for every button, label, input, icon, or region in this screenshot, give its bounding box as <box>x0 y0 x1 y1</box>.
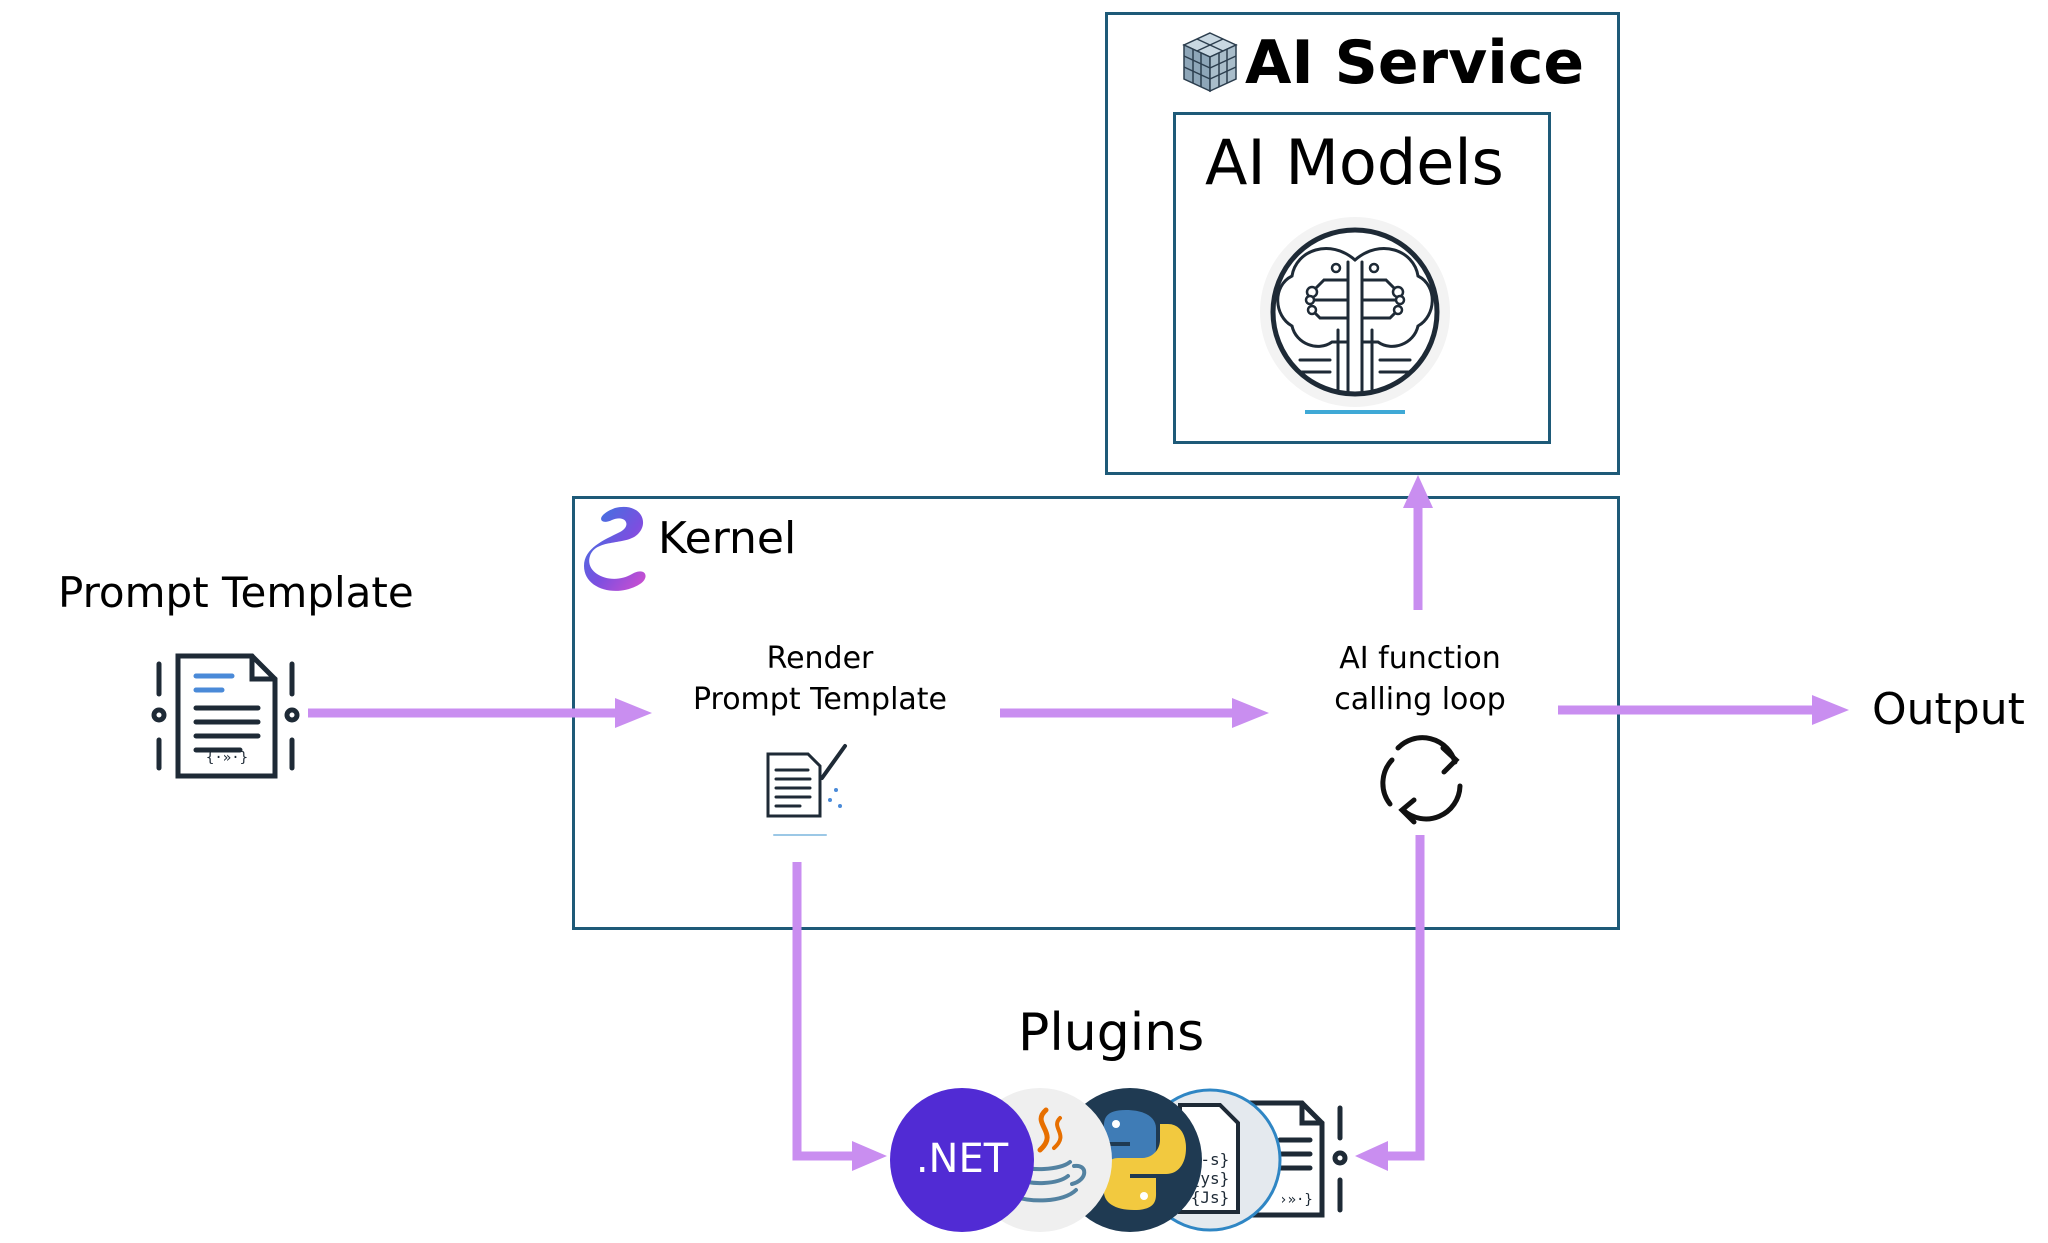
loop-step-label: AI function calling loop <box>1270 638 1570 720</box>
cube-icon <box>1182 32 1238 93</box>
kernel-label: Kernel <box>658 513 797 564</box>
prompt-template-label: Prompt Template <box>58 568 414 617</box>
render-step-line2: Prompt Template <box>692 682 948 717</box>
prompt-template-icon: {·»·} <box>151 653 300 779</box>
dotnet-label: .NET <box>915 1136 1009 1182</box>
plugins-label: Plugins <box>1018 1003 1205 1063</box>
ai-service-box <box>1105 12 1620 475</box>
dotnet-icon <box>890 1088 1034 1232</box>
ai-models-label: AI Models <box>1205 126 1504 199</box>
semantic-kernel-logo-icon <box>584 506 646 591</box>
arrow-loop-to-plugins <box>1355 835 1425 1171</box>
arrow-prompt-to-render <box>308 698 652 728</box>
refresh-cycle-icon <box>1380 735 1463 825</box>
arrow-loop-to-output <box>1558 695 1849 725</box>
arrow-render-to-loop <box>1000 698 1269 728</box>
svg-text:›»·}: ›»·} <box>1279 1192 1313 1208</box>
arrow-loop-to-ai-service <box>1403 475 1433 610</box>
render-step-line1: Render <box>766 641 874 676</box>
render-step-label: Render Prompt Template <box>640 638 1000 720</box>
ai-models-box <box>1173 112 1551 444</box>
loop-step-line1: AI function <box>1339 641 1501 676</box>
arrow-render-to-plugins <box>792 862 887 1171</box>
ai-service-label: AI Service <box>1245 28 1585 98</box>
loop-step-line2: calling loop <box>1334 682 1506 717</box>
document-edit-icon <box>766 744 847 836</box>
output-label: Output <box>1872 684 2025 735</box>
circuit-brain-icon <box>1260 217 1450 414</box>
svg-text:{·»·}: {·»·} <box>206 750 248 766</box>
svg-text:{Js}: {Js} <box>1191 1188 1230 1207</box>
